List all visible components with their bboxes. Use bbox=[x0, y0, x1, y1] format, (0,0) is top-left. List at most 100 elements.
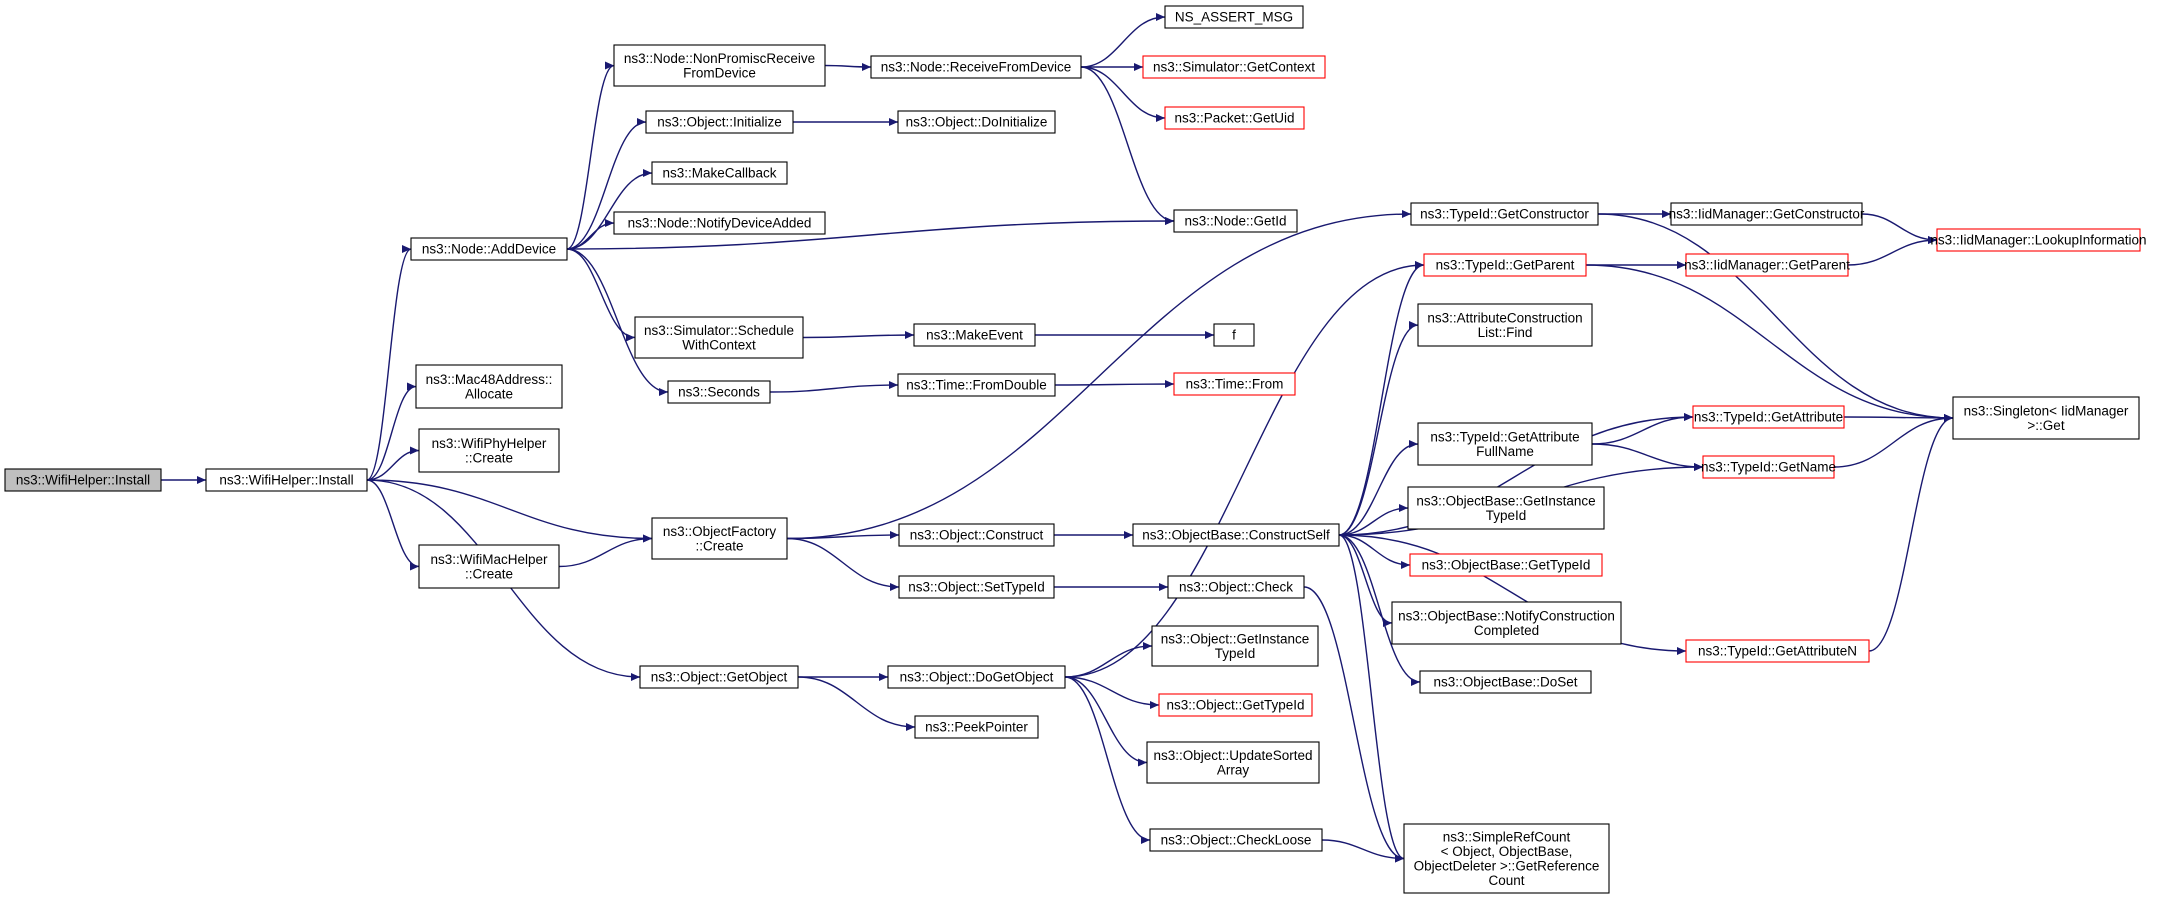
node-object-construct[interactable]: ns3::Object::Construct bbox=[898, 523, 1055, 547]
node-box bbox=[667, 380, 771, 404]
node-wifiphy-create[interactable]: ns3::WifiPhyHelper::Create bbox=[418, 428, 560, 473]
node-object-getobject[interactable]: ns3::Object::GetObject bbox=[639, 665, 799, 689]
node-label-line: ns3::Simulator::GetContext bbox=[1153, 60, 1315, 75]
node-object-gettypeid[interactable]: ns3::Object::GetTypeId bbox=[1158, 693, 1313, 717]
node-box bbox=[1391, 601, 1622, 645]
node-iidmanager-getparent[interactable]: ns3::IidManager::GetParent bbox=[1684, 253, 1850, 277]
node-label-line: ns3::Node::GetId bbox=[1184, 214, 1286, 229]
node-box bbox=[1417, 422, 1593, 466]
node-box bbox=[1419, 670, 1592, 694]
node-makecallback[interactable]: ns3::MakeCallback bbox=[651, 161, 788, 185]
node-singleton-get[interactable]: ns3::Singleton< IidManager>::Get bbox=[1952, 396, 2140, 440]
node-objectbase-constructself[interactable]: ns3::ObjectBase::ConstructSelf bbox=[1132, 523, 1340, 547]
node-label-line: ns3::TypeId::GetAttribute bbox=[1694, 410, 1843, 425]
edge-objectfactory_create-to-typeid_getconstructor bbox=[786, 210, 1412, 540]
node-box bbox=[1132, 523, 1340, 547]
node-box bbox=[1417, 303, 1593, 347]
node-label-line: ns3::ObjectBase::NotifyConstruction bbox=[1398, 608, 1615, 623]
node-node-receivefromdevice[interactable]: ns3::Node::ReceiveFromDevice bbox=[870, 55, 1082, 79]
node-packet-getuid[interactable]: ns3::Packet::GetUid bbox=[1164, 106, 1305, 130]
node-typeid-getparent[interactable]: ns3::TypeId::GetParent bbox=[1423, 253, 1587, 277]
node-box bbox=[1685, 639, 1870, 663]
edge-objectbase_constructself-to-typeid_getattribute bbox=[1338, 413, 1694, 536]
node-iidmanager-lookupinformation[interactable]: ns3::IidManager::LookupInformation bbox=[1930, 228, 2147, 252]
node-objectbase-notifyconstructioncompleted[interactable]: ns3::ObjectBase::NotifyConstructionCompl… bbox=[1391, 601, 1622, 645]
node-label-line: ns3::Singleton< IidManager bbox=[1964, 403, 2129, 418]
edge-object_check-to-simplerefcount_getreferencecount bbox=[1303, 586, 1405, 863]
node-objectbase-doset[interactable]: ns3::ObjectBase::DoSet bbox=[1419, 670, 1592, 694]
node-objectbase-gettypeid[interactable]: ns3::ObjectBase::GetTypeId bbox=[1409, 553, 1603, 577]
node-box bbox=[1952, 396, 2140, 440]
node-label-line: ns3::Object::Construct bbox=[910, 528, 1044, 543]
edge-node_adddevice-to-node_getid bbox=[566, 217, 1175, 250]
node-node-adddevice[interactable]: ns3::Node::AddDevice bbox=[410, 237, 568, 261]
node-label-line: ns3::Simulator::Schedule bbox=[644, 323, 794, 338]
node-typeid-getattribute[interactable]: ns3::TypeId::GetAttribute bbox=[1692, 405, 1845, 429]
node-box bbox=[651, 517, 788, 560]
node-seconds[interactable]: ns3::Seconds bbox=[667, 380, 771, 404]
node-box bbox=[1173, 372, 1296, 396]
node-object-doinitialize[interactable]: ns3::Object::DoInitialize bbox=[897, 110, 1056, 134]
node-peekpointer[interactable]: ns3::PeekPointer bbox=[914, 715, 1039, 739]
node-label-line: TypeId bbox=[1215, 646, 1256, 661]
node-label-line: ns3::Object::SetTypeId bbox=[908, 580, 1045, 595]
node-simplerefcount-getreferencecount[interactable]: ns3::SimpleRefCount< Object, ObjectBase,… bbox=[1403, 823, 1610, 894]
node-box bbox=[634, 316, 804, 359]
node-label-line: ns3::Object::GetObject bbox=[651, 670, 788, 685]
node-makeevent[interactable]: ns3::MakeEvent bbox=[913, 323, 1036, 347]
node-time-fromdouble[interactable]: ns3::Time::FromDouble bbox=[897, 373, 1056, 397]
node-ns-assert-msg[interactable]: NS_ASSERT_MSG bbox=[1164, 5, 1304, 29]
edge-object_dogetobject-to-typeid_getparent bbox=[1064, 261, 1425, 678]
node-simulator-getcontext[interactable]: ns3::Simulator::GetContext bbox=[1142, 55, 1326, 79]
node-typeid-getname[interactable]: ns3::TypeId::GetName bbox=[1701, 455, 1836, 479]
node-wifi-install-root[interactable]: ns3::WifiHelper::Install bbox=[4, 468, 162, 492]
node-object-check[interactable]: ns3::Object::Check bbox=[1167, 575, 1305, 599]
node-label-line: ns3::Object::GetTypeId bbox=[1166, 698, 1304, 713]
node-label-line: ns3::WifiHelper::Install bbox=[219, 473, 353, 488]
node-label-line: ns3::Object::CheckLoose bbox=[1161, 833, 1312, 848]
node-object-settypeid[interactable]: ns3::Object::SetTypeId bbox=[898, 575, 1055, 599]
node-object-checkloose[interactable]: ns3::Object::CheckLoose bbox=[1149, 828, 1323, 852]
edge-node_adddevice-to-object_initialize bbox=[566, 118, 647, 250]
node-box bbox=[613, 44, 826, 87]
node-node-notifydeviceadded[interactable]: ns3::Node::NotifyDeviceAdded bbox=[613, 211, 826, 235]
node-wifimac-create[interactable]: ns3::WifiMacHelper::Create bbox=[418, 544, 560, 589]
node-label-line: Count bbox=[1488, 873, 1524, 888]
node-f[interactable]: f bbox=[1213, 323, 1255, 347]
node-label-line: >::Get bbox=[2027, 418, 2064, 433]
node-box bbox=[1213, 323, 1255, 347]
edge-typeid_getattributefullname-to-typeid_getattribute bbox=[1591, 413, 1694, 445]
node-box bbox=[897, 110, 1056, 134]
edge-node_receivefromdevice-to-packet_getuid bbox=[1080, 66, 1166, 122]
node-label-line: ns3::ObjectFactory bbox=[663, 524, 777, 539]
node-label-line: ns3::Time::FromDouble bbox=[906, 378, 1047, 393]
edge-wifi_install-to-objectfactory_create bbox=[366, 479, 653, 543]
edge-node_adddevice-to-node_notifydeviceadded bbox=[566, 219, 615, 250]
node-node-getid[interactable]: ns3::Node::GetId bbox=[1173, 209, 1298, 233]
node-box bbox=[1164, 5, 1304, 29]
node-mac48-allocate[interactable]: ns3::Mac48Address::Allocate bbox=[415, 364, 563, 409]
node-label-line: ns3::WifiMacHelper bbox=[430, 552, 548, 567]
node-label-line: ns3::ObjectBase::GetTypeId bbox=[1422, 558, 1591, 573]
node-object-initialize[interactable]: ns3::Object::Initialize bbox=[645, 110, 794, 134]
node-wifi-install[interactable]: ns3::WifiHelper::Install bbox=[205, 468, 368, 492]
node-time-from[interactable]: ns3::Time::From bbox=[1173, 372, 1296, 396]
call-edges bbox=[161, 13, 1954, 863]
node-typeid-getconstructor[interactable]: ns3::TypeId::GetConstructor bbox=[1410, 202, 1599, 226]
edge-typeid_getconstructor-to-singleton_get bbox=[1597, 213, 1954, 422]
node-objectfactory-create[interactable]: ns3::ObjectFactory::Create bbox=[651, 517, 788, 560]
node-box bbox=[1409, 553, 1603, 577]
node-iidmanager-getconstructor[interactable]: ns3::IidManager::GetConstructor bbox=[1669, 202, 1865, 226]
node-object-dogetobject[interactable]: ns3::Object::DoGetObject bbox=[887, 665, 1066, 689]
node-typeid-getattributen[interactable]: ns3::TypeId::GetAttributeN bbox=[1685, 639, 1870, 663]
node-label-line: ns3::TypeId::GetAttribute bbox=[1430, 429, 1579, 444]
node-label-line: ns3::Object::Check bbox=[1179, 580, 1293, 595]
edge-objectbase_constructself-to-typeid_getparent bbox=[1338, 261, 1425, 536]
